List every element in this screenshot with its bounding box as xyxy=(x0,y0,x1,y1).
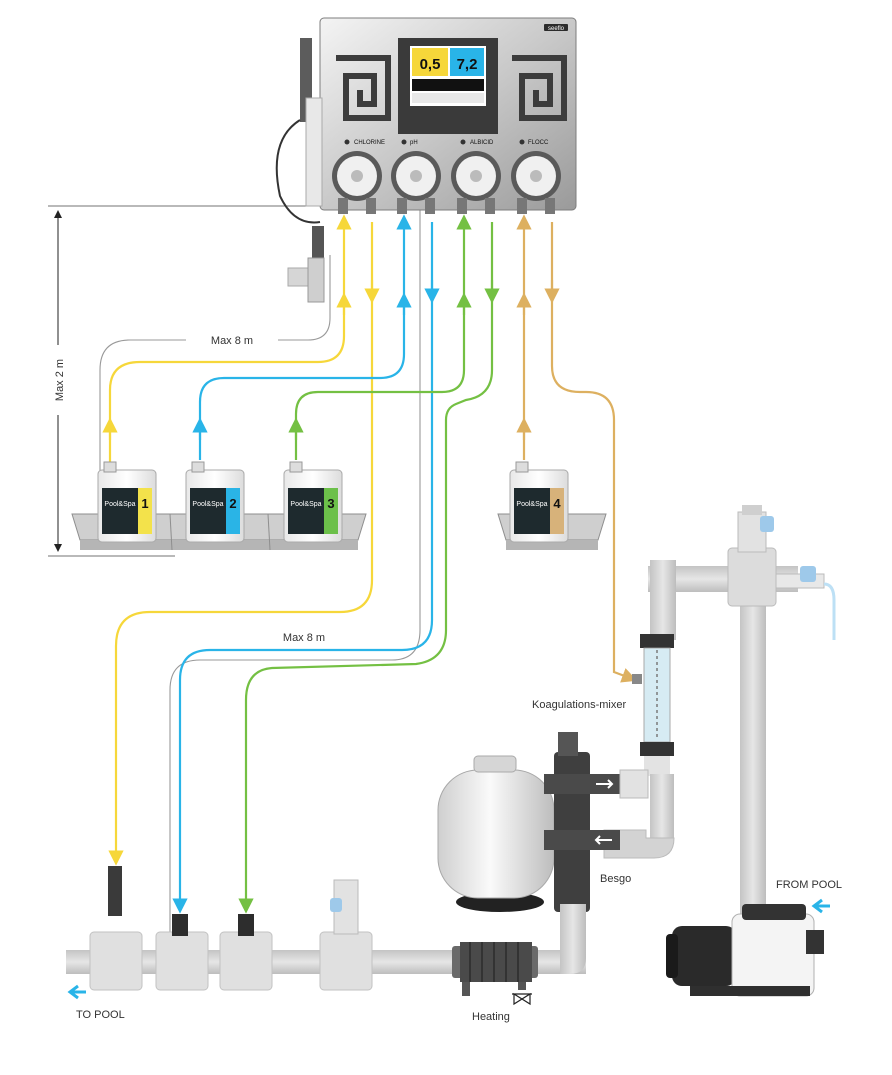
ph-injector xyxy=(172,914,188,936)
greek-key-left xyxy=(336,55,391,121)
canister-4-number: 4 xyxy=(553,496,561,511)
albicid-discharge-line xyxy=(238,222,494,914)
koagulations-mixer-label: Koagulations-mixer xyxy=(532,699,626,711)
return-pipe-horizontal xyxy=(66,866,586,991)
from-pool-label: FROM POOL xyxy=(776,879,842,891)
canister-1: Pool&Spa 1 xyxy=(97,461,157,543)
canister-3-brand: Pool&Spa xyxy=(290,501,321,508)
chlorine-injector xyxy=(108,866,122,916)
albicid-injector xyxy=(238,914,254,936)
canister-1-brand: Pool&Spa xyxy=(104,501,135,508)
chlorine-reading: 0,5 xyxy=(420,56,441,73)
chlorine-suction-line xyxy=(108,214,352,500)
pump-label-ph: pH xyxy=(410,140,418,146)
heat-exchanger xyxy=(452,942,538,996)
max-8m-bottom-label: Max 8 m xyxy=(283,632,325,644)
canister-2: Pool&Spa 2 xyxy=(185,461,245,543)
chlorine-discharge-line xyxy=(108,222,374,866)
pump-head-4 xyxy=(511,151,561,214)
albicid-suction-line xyxy=(294,214,472,460)
pump-head-2 xyxy=(391,151,441,214)
pool-pump xyxy=(666,904,824,997)
controller-brand: seeflo xyxy=(548,26,565,32)
ph-suction-line xyxy=(198,214,412,460)
peristaltic-pumps xyxy=(332,151,561,214)
sand-filter-tank xyxy=(437,755,555,912)
from-pool-arrow-icon xyxy=(811,898,830,914)
canister-2-number: 2 xyxy=(229,496,236,511)
to-pool-label: TO POOL xyxy=(76,1009,125,1021)
pump-head-3 xyxy=(451,151,501,214)
heating-label: Heating xyxy=(472,1011,510,1023)
max-2m-label: Max 2 m xyxy=(54,359,66,401)
dosing-controller: seeflo 0,5 7,2 CHLORINE pH ALBICID FLOCC xyxy=(319,17,577,211)
pump-head-1 xyxy=(332,151,382,214)
to-pool-arrow-icon xyxy=(67,984,86,1000)
pump-label-flocc: FLOCC xyxy=(528,140,549,146)
max-8m-top-label: Max 8 m xyxy=(211,335,253,347)
flocc-discharge-line xyxy=(550,222,638,683)
valve-icon xyxy=(512,992,532,1006)
return-pipe-vertical xyxy=(648,505,836,920)
greek-key-right xyxy=(512,55,567,121)
canister-1-number: 1 xyxy=(141,496,148,511)
canister-3-number: 3 xyxy=(327,496,334,511)
ph-reading: 7,2 xyxy=(457,56,478,73)
pump-label-albicid: ALBICID xyxy=(470,140,494,146)
canister-4-brand: Pool&Spa xyxy=(516,501,547,508)
dimension-lines: Max 2 m xyxy=(48,205,322,557)
canister-2-brand: Pool&Spa xyxy=(192,501,223,508)
canister-4: Pool&Spa 4 xyxy=(509,461,569,543)
canister-3: Pool&Spa 3 xyxy=(283,461,343,543)
mixer-to-besgo-pipe xyxy=(603,774,675,859)
besgo-valve xyxy=(544,732,649,912)
besgo-label: Besgo xyxy=(600,873,631,885)
pump-label-chlorine: CHLORINE xyxy=(354,140,385,146)
ph-discharge-line xyxy=(172,222,434,914)
sensor-probe-assembly xyxy=(275,38,325,303)
koagulations-mixer-unit xyxy=(632,634,674,776)
